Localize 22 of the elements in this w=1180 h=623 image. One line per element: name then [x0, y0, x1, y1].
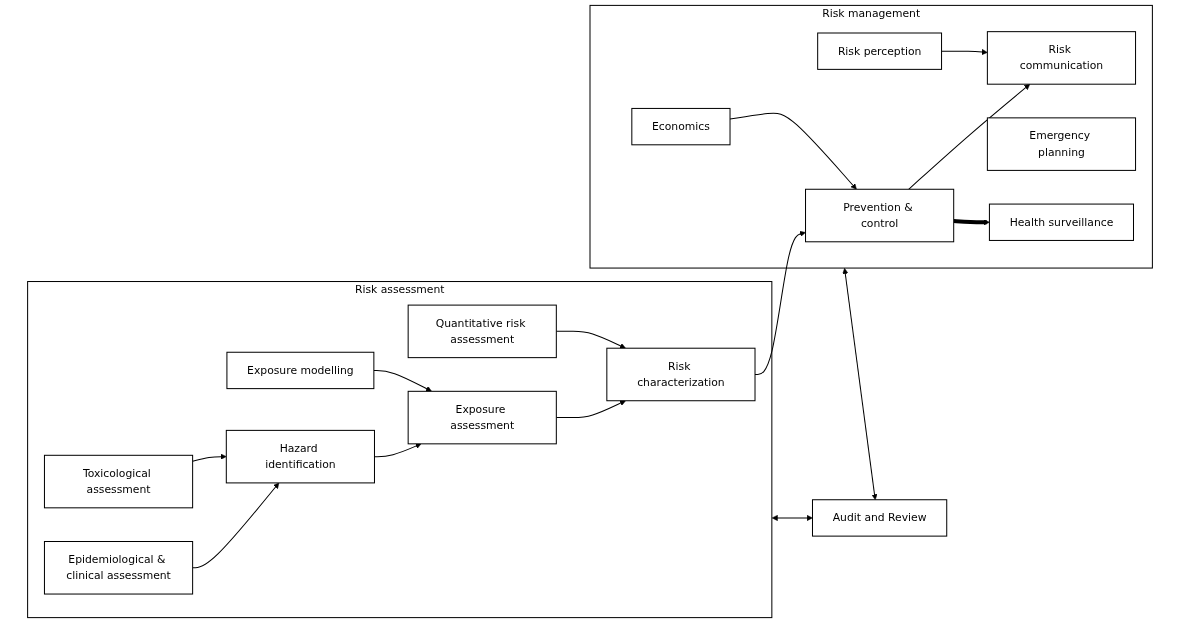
arrow	[842, 268, 878, 500]
node-box: Risk communication	[986, 31, 1137, 85]
arrow	[771, 514, 813, 521]
arrow	[908, 83, 1031, 190]
node-box: Economics	[631, 107, 731, 146]
node-box: Risk characterization	[606, 347, 756, 402]
node-box: Emergency planning	[986, 117, 1137, 171]
arrow	[941, 49, 988, 55]
node-box: Epidemiological & clinical assessment	[43, 541, 194, 595]
arrow	[192, 482, 280, 569]
arrow	[192, 453, 227, 462]
node-box: Prevention & control	[805, 188, 955, 243]
arrow	[953, 219, 990, 226]
node-box: Exposure modelling	[226, 351, 375, 390]
arrow	[373, 369, 432, 392]
node-box: Audit and Review	[812, 499, 948, 537]
node-box: Hazard identification	[225, 429, 375, 484]
node-box: Exposure assessment	[407, 390, 557, 445]
node-box: Health surveillance	[988, 203, 1134, 241]
node-box: Toxicological assessment	[43, 454, 194, 509]
node-box: Quantitative risk assessment	[407, 304, 557, 359]
node-box: Risk perception	[817, 32, 943, 70]
